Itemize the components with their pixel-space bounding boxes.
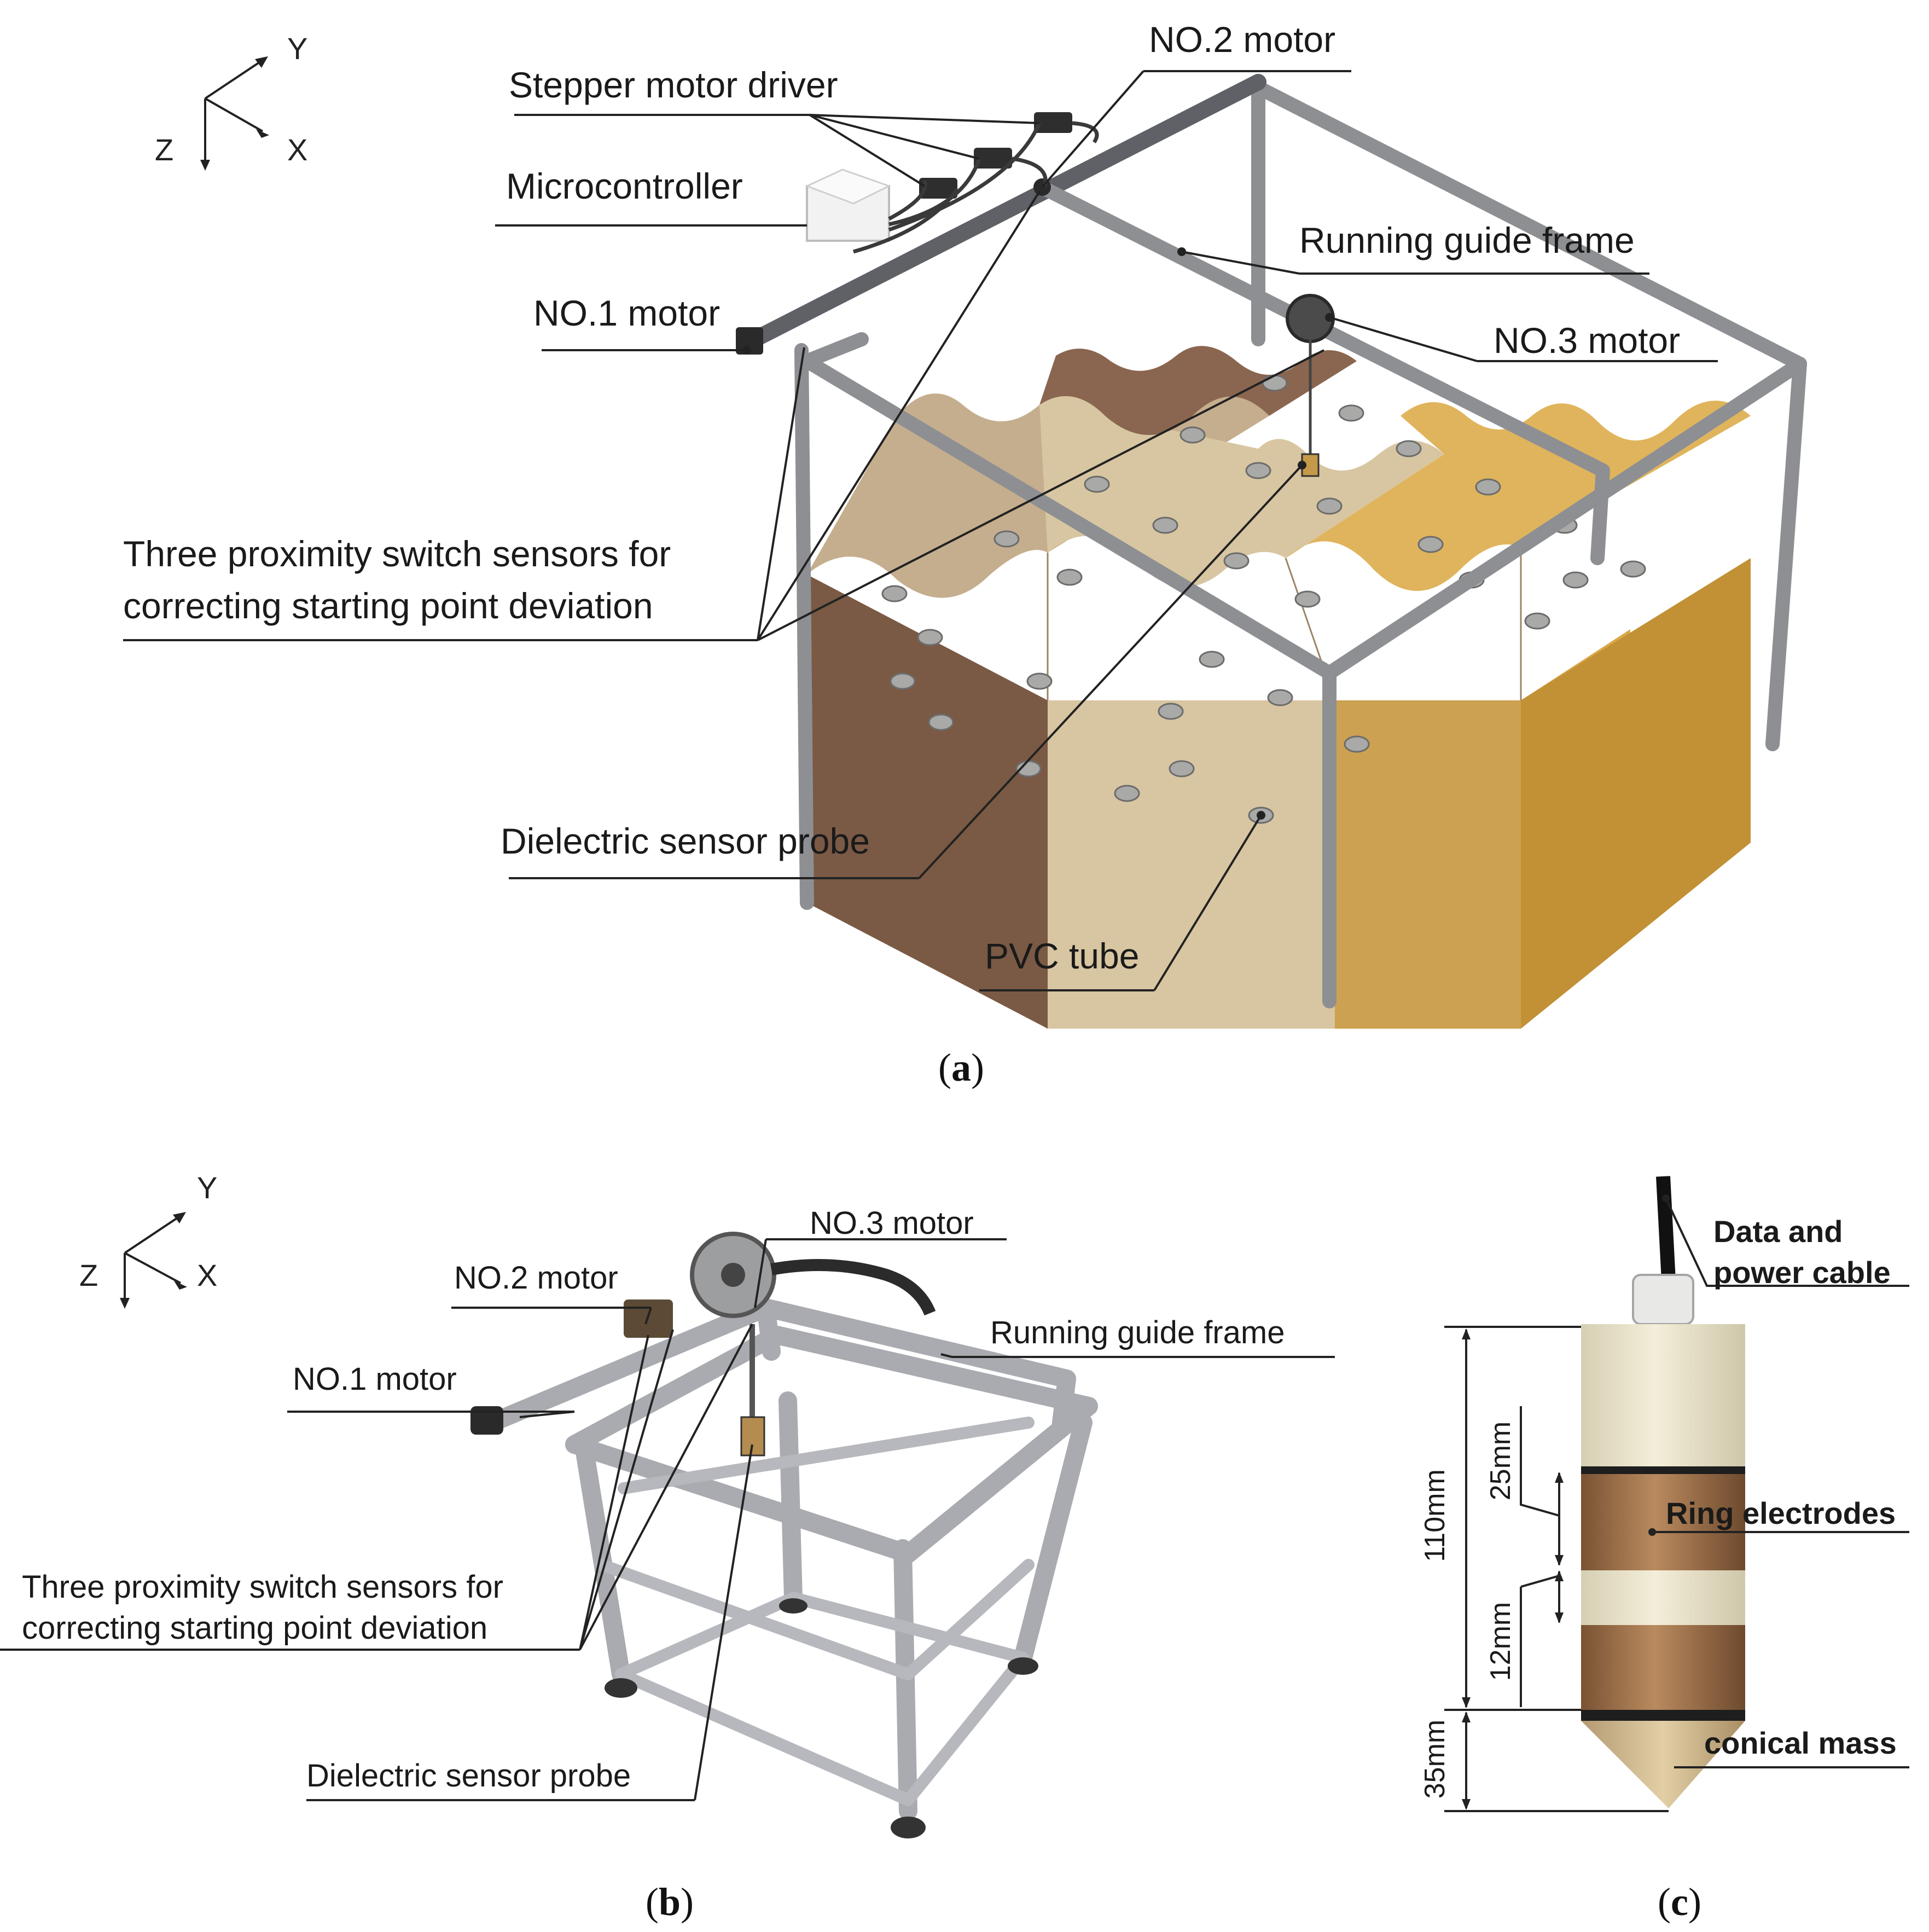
- panel-b: Y Z X: [0, 1170, 1335, 1924]
- caption-a: (a): [938, 1046, 984, 1089]
- probe-spacer: [1581, 1570, 1745, 1625]
- label-no1-motor-b: NO.1 motor: [293, 1361, 457, 1397]
- probe-top-insulator: [1581, 1324, 1745, 1472]
- leaders-a: [123, 70, 1718, 991]
- soil-face-light: [1048, 700, 1335, 1029]
- label-no2-motor-b: NO.2 motor: [454, 1260, 618, 1296]
- running-guide-frame-b: [483, 1298, 1098, 1820]
- electronics-a: [736, 112, 1335, 477]
- dim-total: 110mm: [1419, 1469, 1451, 1562]
- label-running-guide-frame-b: Running guide frame: [990, 1315, 1285, 1350]
- ring-electrode-upper: [1581, 1472, 1745, 1570]
- label-no3-motor-b: NO.3 motor: [810, 1205, 974, 1241]
- cable-chain-b: [770, 1259, 936, 1316]
- ring-electrode-lower: [1581, 1625, 1745, 1713]
- axis-z-label-b: Z: [79, 1258, 98, 1292]
- caption-c: (c): [1658, 1880, 1701, 1924]
- axis-triad-a: Y Z X: [155, 31, 307, 171]
- running-guide-frame-a: [741, 74, 1807, 1008]
- axis-x-label-b: X: [197, 1258, 217, 1292]
- cable-gland: [1632, 1274, 1694, 1325]
- axis-y-label-b: Y: [197, 1170, 217, 1205]
- stepper-driver-2: [974, 148, 1012, 169]
- label-conical-mass: conical mass: [1704, 1726, 1897, 1760]
- label-cable-line2: power cable: [1713, 1255, 1891, 1290]
- stepper-driver-1: [1034, 112, 1072, 133]
- stepper-driver-3: [919, 178, 957, 199]
- no1-motor-body: [736, 327, 763, 355]
- label-stepper-driver: Stepper motor driver: [509, 65, 838, 105]
- dim-cone: 35mm: [1419, 1720, 1451, 1798]
- panel-a: Y Z X: [123, 19, 1807, 1089]
- dim-electrode: 25mm: [1485, 1422, 1517, 1500]
- axis-z-label: Z: [155, 132, 173, 167]
- labels-a: NO.2 motor Stepper motor driver Microcon…: [123, 19, 1680, 976]
- label-proximity-line2-b: correcting starting point deviation: [22, 1610, 487, 1646]
- feet-b: [605, 1598, 1038, 1838]
- label-no3-motor-a: NO.3 motor: [1494, 320, 1680, 361]
- probe-cable: [1656, 1176, 1676, 1281]
- pvc-tube-grid: [881, 374, 1646, 824]
- label-no2-motor-a: NO.2 motor: [1149, 19, 1335, 60]
- soil-top-dark-strip: [1039, 346, 1357, 435]
- soil-side-sponge: [1521, 558, 1751, 1029]
- label-proximity-line1-a: Three proximity switch sensors for: [123, 533, 671, 574]
- axis-y-label: Y: [287, 31, 307, 66]
- labels-b: NO.3 motor NO.2 motor Running guide fram…: [22, 1205, 1285, 1794]
- axis-x-label: X: [287, 132, 307, 167]
- soil-face-dark: [807, 575, 1048, 1029]
- panel-c: 110mm 25mm 12mm 35mm Data and power cabl…: [1419, 1176, 1909, 1924]
- dim-gap: 12mm: [1485, 1602, 1517, 1681]
- caption-b: (b): [646, 1880, 694, 1924]
- label-proximity-line1-b: Three proximity switch sensors for: [22, 1569, 503, 1605]
- leaders-b: [0, 1238, 1335, 1801]
- leaders-c: [1648, 1194, 1909, 1768]
- dimensions-c: 110mm 25mm 12mm 35mm: [1419, 1326, 1669, 1812]
- dielectric-probe-b: [740, 1416, 765, 1457]
- label-dielectric-probe-a: Dielectric sensor probe: [501, 821, 870, 861]
- label-proximity-line2-a: correcting starting point deviation: [123, 585, 653, 626]
- label-running-guide-frame-a: Running guide frame: [1299, 220, 1635, 260]
- label-cable-line1: Data and: [1713, 1214, 1843, 1249]
- label-dielectric-probe-b: Dielectric sensor probe: [306, 1758, 631, 1794]
- soil-top-sponge: [1286, 401, 1751, 591]
- label-ring-electrodes: Ring electrodes: [1666, 1496, 1896, 1530]
- label-microcontroller: Microcontroller: [506, 166, 743, 206]
- no1-motor-body-b: [470, 1406, 503, 1435]
- axis-triad-b: Y Z X: [79, 1170, 217, 1309]
- labels-c: Data and power cable Ring electrodes con…: [1666, 1214, 1897, 1760]
- conical-mass-body: [1581, 1721, 1745, 1808]
- label-no1-motor-a: NO.1 motor: [533, 293, 720, 333]
- label-pvc-tube: PVC tube: [985, 936, 1140, 976]
